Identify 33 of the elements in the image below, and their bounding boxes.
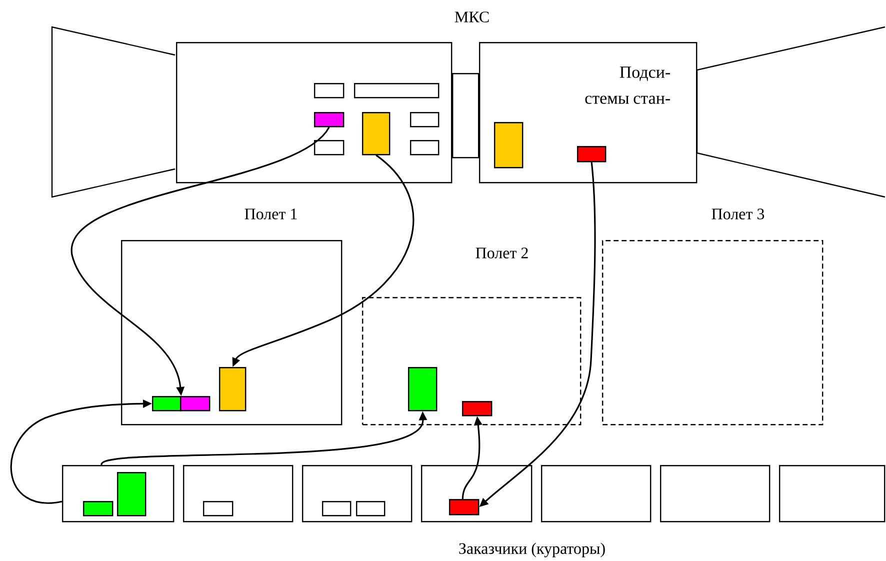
- solar-panel: [696, 26, 886, 198]
- customer-box: [183, 465, 294, 522]
- equipment-block: [462, 401, 492, 416]
- equipment-block: [408, 366, 438, 412]
- equipment-block: [410, 140, 440, 156]
- equipment-block: [449, 498, 480, 516]
- equipment-block: [83, 500, 114, 516]
- flight-title: Полет 2: [476, 248, 528, 258]
- diagram-title: МКС: [454, 12, 489, 22]
- equipment-block: [152, 396, 182, 412]
- caption: Заказчики (кураторы): [459, 542, 605, 558]
- customer-box: [660, 465, 770, 522]
- equipment-block: [354, 83, 440, 98]
- docking-connector: [452, 73, 480, 158]
- equipment-block: [362, 112, 390, 156]
- solar-panel: [51, 26, 176, 198]
- equipment-block: [314, 112, 344, 128]
- equipment-block: [219, 366, 246, 412]
- equipment-block: [314, 83, 344, 98]
- equipment-block: [203, 500, 234, 516]
- equipment-block: [314, 140, 344, 156]
- customer-box: [421, 465, 532, 522]
- equipment-block: [577, 146, 606, 162]
- customer-box: [779, 465, 886, 522]
- flight-title: Полет 3: [712, 208, 764, 220]
- equipment-block: [117, 472, 146, 516]
- customer-box: [541, 465, 652, 522]
- equipment-block: [356, 500, 386, 516]
- equipment-block: [322, 500, 352, 516]
- equipment-block: [494, 122, 524, 168]
- equipment-block: [410, 112, 440, 128]
- flight-title: Полет 1: [244, 208, 297, 220]
- equipment-block: [180, 396, 210, 412]
